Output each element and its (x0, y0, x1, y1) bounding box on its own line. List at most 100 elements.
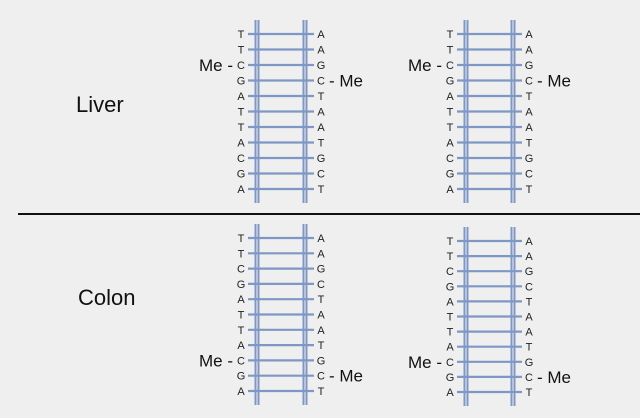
right-base: C (525, 372, 533, 384)
right-base: G (317, 355, 326, 367)
left-base: T (238, 325, 245, 337)
left-base: A (237, 386, 245, 398)
left-base: G (446, 169, 455, 181)
left-base: A (237, 294, 245, 306)
left-base: C (237, 355, 245, 367)
left-base: T (447, 251, 454, 263)
right-base: T (526, 91, 533, 103)
left-base: A (237, 340, 245, 352)
left-base: T (447, 236, 454, 248)
right-base: T (318, 91, 325, 103)
left-base: C (237, 153, 245, 165)
left-base: A (446, 184, 454, 196)
right-base: G (317, 264, 326, 276)
right-base: G (525, 266, 534, 278)
left-base: T (238, 29, 245, 41)
right-base: C (317, 76, 325, 88)
right-base: C (317, 279, 325, 291)
left-base: T (447, 312, 454, 324)
right-base: T (318, 340, 325, 352)
left-base: G (237, 169, 246, 181)
right-base: A (525, 312, 533, 324)
left-base: T (447, 107, 454, 119)
left-base: A (446, 138, 454, 150)
right-base: T (318, 294, 325, 306)
left-base: T (238, 122, 245, 134)
left-base: A (446, 296, 454, 308)
left-base: T (447, 45, 454, 57)
right-base: C (525, 169, 533, 181)
right-base: A (317, 233, 325, 245)
left-base: G (237, 371, 246, 383)
left-base: C (446, 60, 454, 72)
right-methyl-label: - Me (329, 72, 363, 91)
tissue-label-colon: Colon (78, 285, 135, 310)
left-base: T (238, 45, 245, 57)
left-base: T (447, 122, 454, 134)
right-base: A (317, 248, 325, 260)
left-base: T (447, 29, 454, 41)
left-base: C (446, 357, 454, 369)
left-base: G (237, 279, 246, 291)
left-methyl-label: Me - (408, 56, 442, 75)
right-base: T (526, 296, 533, 308)
right-base: G (525, 357, 534, 369)
right-base: A (525, 327, 533, 339)
left-base: C (446, 266, 454, 278)
left-base: G (237, 76, 246, 88)
right-base: A (525, 122, 533, 134)
right-base: T (318, 184, 325, 196)
right-base: A (317, 45, 325, 57)
left-base: G (446, 76, 455, 88)
left-methyl-label: Me - (199, 351, 233, 370)
right-base: T (526, 342, 533, 354)
tissue-label-liver: Liver (76, 92, 124, 117)
right-base: A (525, 45, 533, 57)
right-methyl-label: - Me (329, 367, 363, 386)
right-base: G (317, 153, 326, 165)
right-base: A (317, 325, 325, 337)
right-base: C (525, 281, 533, 293)
left-base: T (447, 327, 454, 339)
right-base: A (525, 251, 533, 263)
left-base: A (446, 91, 454, 103)
left-base: T (238, 248, 245, 260)
right-base: G (317, 60, 326, 72)
right-base: T (318, 138, 325, 150)
right-base: T (318, 386, 325, 398)
left-base: G (446, 372, 455, 384)
left-base: G (446, 281, 455, 293)
right-base: C (525, 76, 533, 88)
right-base: A (525, 29, 533, 41)
left-base: C (446, 153, 454, 165)
left-base: A (237, 184, 245, 196)
right-base: C (317, 169, 325, 181)
right-base: A (317, 29, 325, 41)
right-base: A (317, 122, 325, 134)
left-base: C (237, 60, 245, 72)
right-methyl-label: - Me (537, 72, 571, 91)
right-base: T (526, 184, 533, 196)
left-methyl-label: Me - (408, 353, 442, 372)
right-base: A (525, 236, 533, 248)
left-base: T (238, 107, 245, 119)
left-base: T (238, 310, 245, 322)
left-methyl-label: Me - (199, 56, 233, 75)
right-base: A (317, 310, 325, 322)
left-base: A (446, 342, 454, 354)
right-base: T (526, 387, 533, 399)
left-base: A (237, 138, 245, 150)
right-base: G (525, 153, 534, 165)
right-base: A (525, 107, 533, 119)
left-base: T (238, 233, 245, 245)
left-base: A (446, 387, 454, 399)
right-base: T (526, 138, 533, 150)
right-methyl-label: - Me (537, 368, 571, 387)
right-base: C (317, 371, 325, 383)
left-base: C (237, 264, 245, 276)
right-base: G (525, 60, 534, 72)
right-base: A (317, 107, 325, 119)
left-base: A (237, 91, 245, 103)
